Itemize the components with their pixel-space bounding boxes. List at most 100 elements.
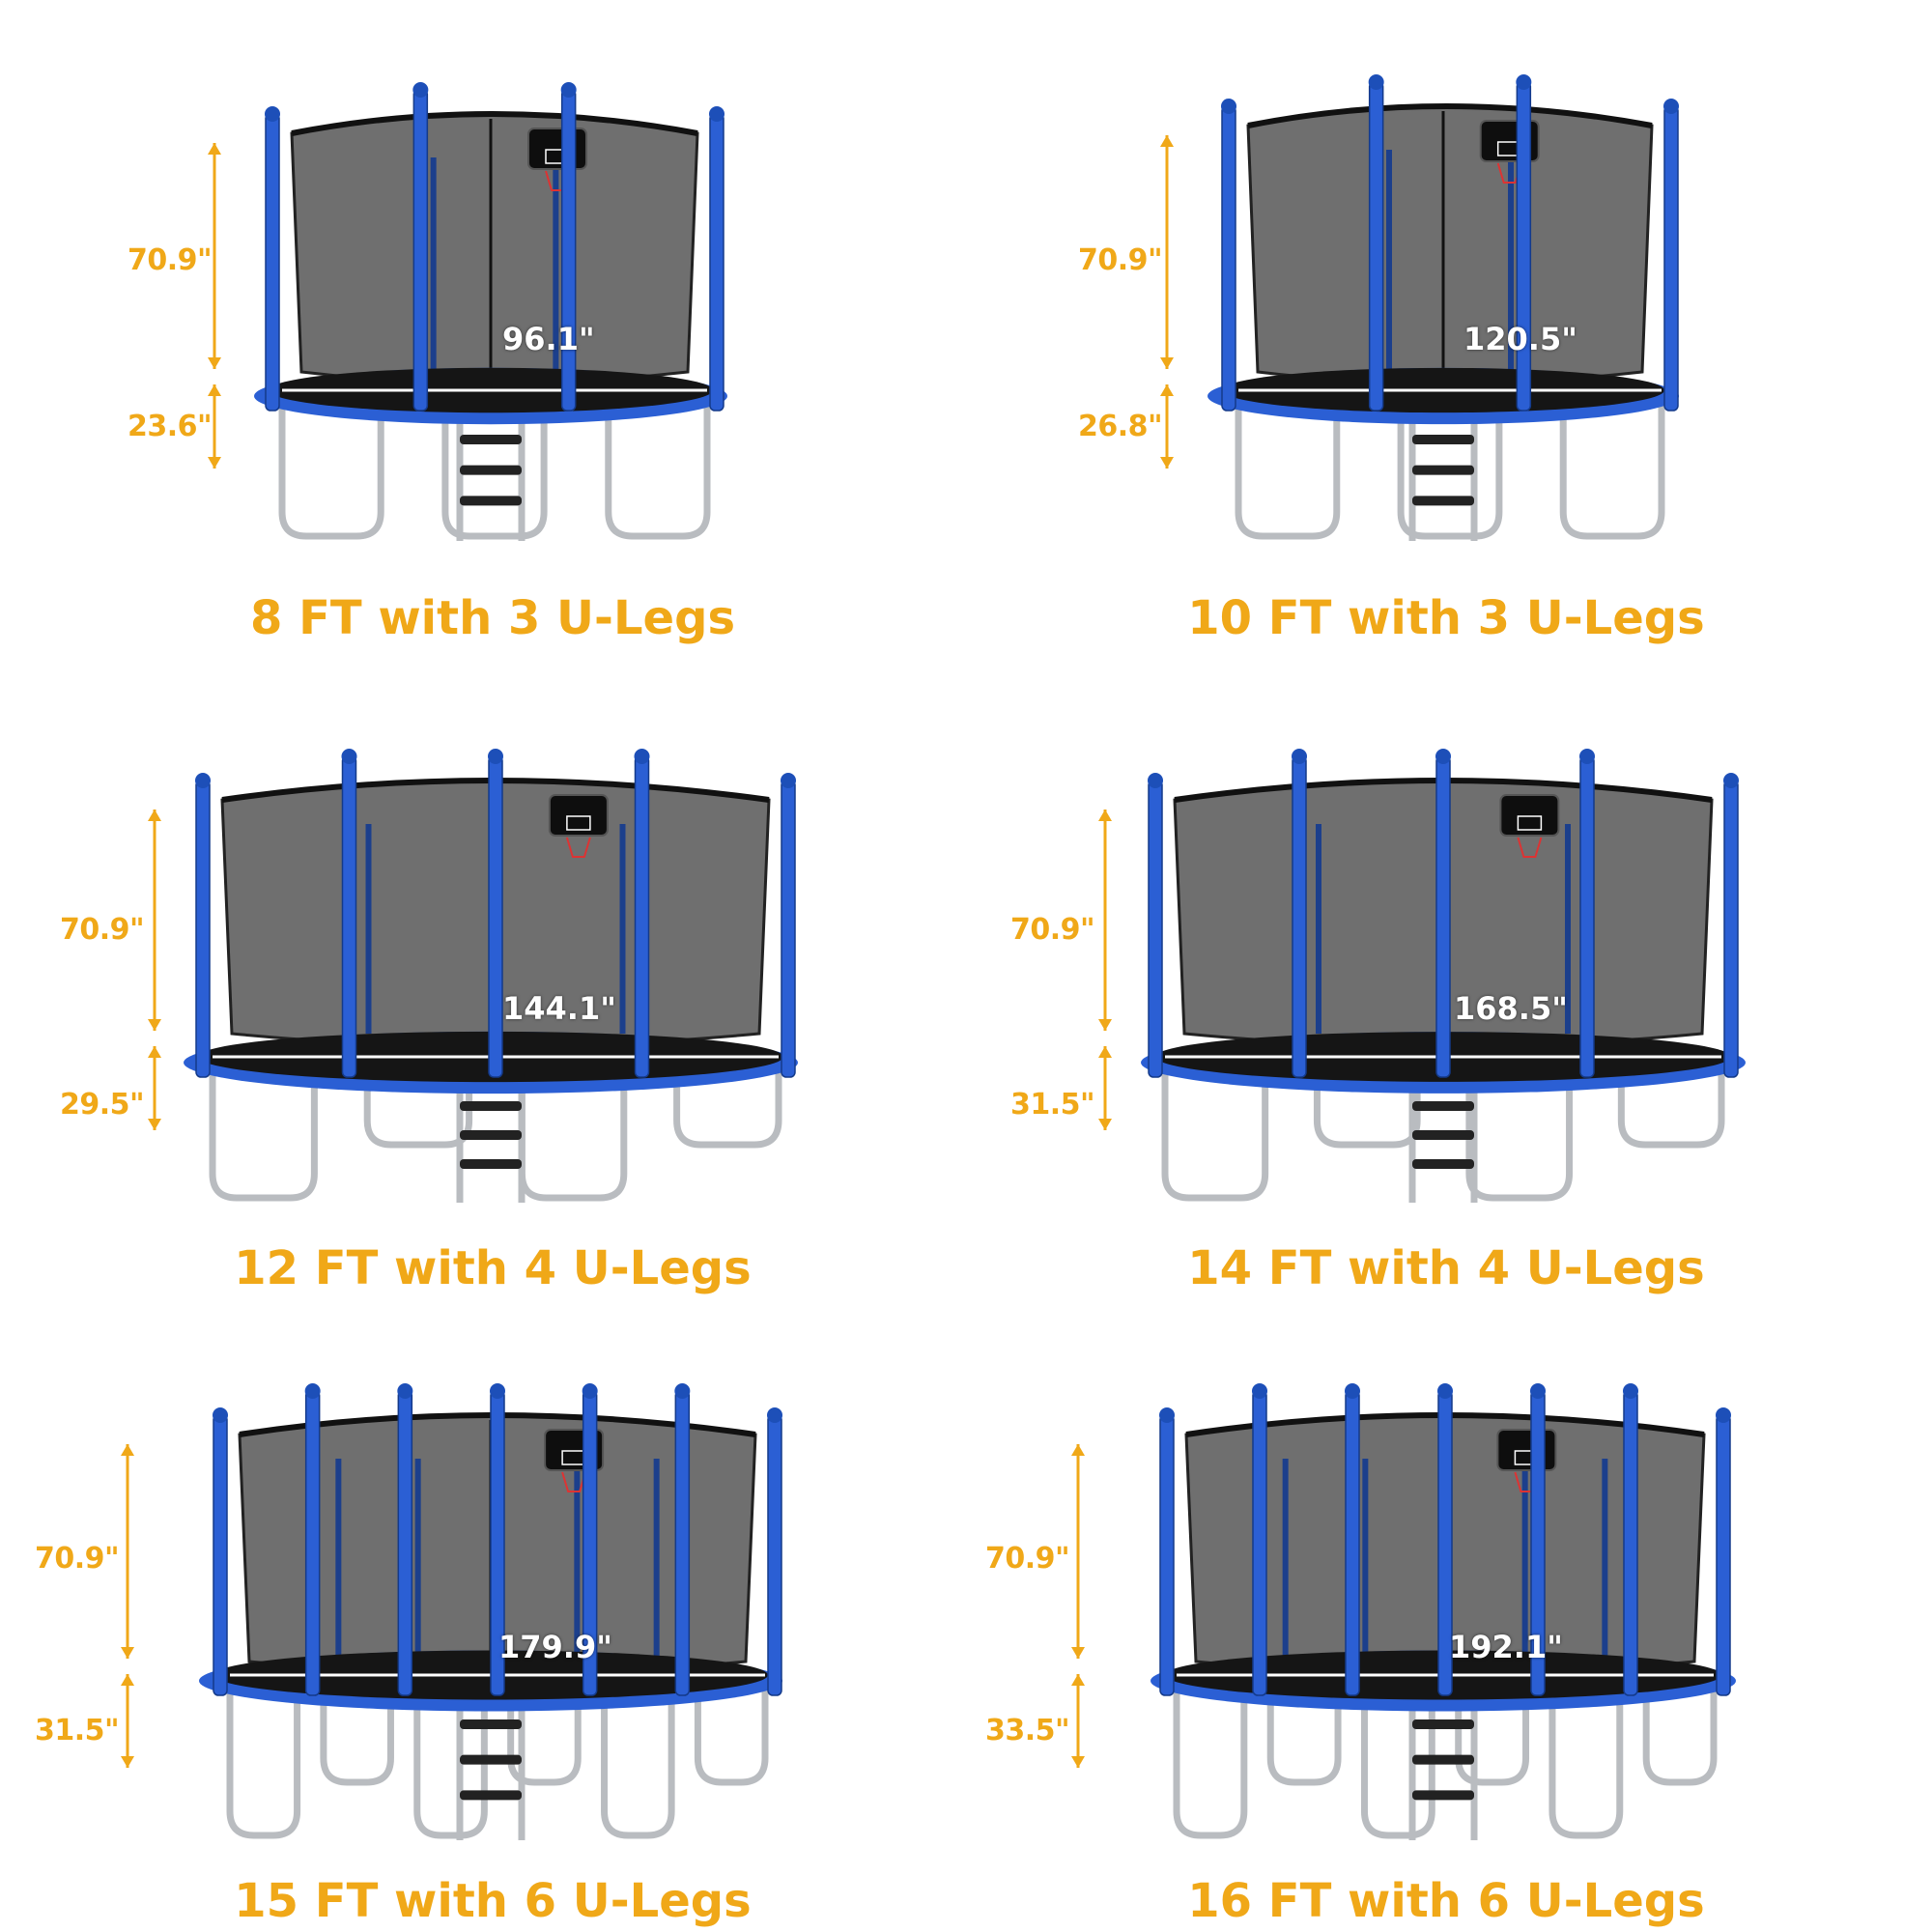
back-pole [1316,824,1321,1034]
pole-cap [490,1383,505,1399]
u-leg [601,1687,675,1839]
net-height-label: 70.9" [35,1542,120,1576]
ladder-step [1412,465,1474,475]
arrowhead-icon [1160,384,1174,396]
back-pole [1521,1459,1528,1662]
backboard-square [566,815,591,831]
diameter-label: 168.5" [1454,990,1568,1027]
ladder-step [1412,1159,1474,1169]
u-leg [1173,1687,1248,1839]
u-leg [226,1687,301,1839]
ladder-step [460,1130,522,1140]
enclosure-pole [1345,1390,1360,1696]
basketball-backboard [1499,794,1560,837]
pole-cap [412,82,429,98]
back-pole [1386,150,1392,372]
basketball-hoop-icon [565,837,591,858]
u-leg [209,1068,318,1202]
ladder-step [1412,1754,1474,1765]
u-leg [1161,1068,1269,1202]
basketball-hoop-icon [1517,837,1543,858]
ladder-step [460,435,522,444]
arrowhead-icon [1098,1046,1112,1058]
ladder-step [1412,1719,1474,1729]
arrowhead-icon [148,1019,161,1031]
back-pole [1282,1459,1289,1662]
pole-cap [1623,1383,1638,1399]
arrowhead-icon [1098,810,1112,821]
ladder-step [460,496,522,506]
pole-cap [560,82,577,98]
enclosure-pole [1716,1414,1731,1696]
model-caption: 16 FT with 6 U-Legs [1187,1874,1705,1928]
model-caption: 15 FT with 6 U-Legs [234,1874,752,1928]
pole-cap [265,106,280,122]
net-top-rope [291,111,698,136]
pole-cap [1437,1383,1453,1399]
enclosure-pole [1623,1390,1638,1696]
ladder-step [1412,1790,1474,1801]
arrowhead-icon [1071,1444,1085,1456]
back-pole [335,1459,342,1662]
pole-cap [1516,74,1532,90]
ladder-step [1412,1101,1474,1111]
arrowhead-icon [1098,1019,1112,1031]
pole-cap [634,749,650,764]
back-pole [653,1459,660,1662]
back-pole [1565,824,1571,1034]
u-leg [278,402,384,540]
u-leg [1455,1687,1530,1786]
u-leg [413,1687,488,1839]
ladder-step [1412,1130,1474,1140]
pole-cap [341,749,357,764]
model-caption: 8 FT with 3 U-Legs [249,591,736,645]
back-pole [553,157,559,372]
arrowhead-icon [1071,1756,1085,1768]
u-leg [1465,1068,1574,1202]
u-leg [1235,402,1341,540]
u-leg [673,1068,782,1149]
enclosure-pole [1252,1390,1267,1696]
pole-cap [397,1383,413,1399]
ladder-step [460,1790,522,1801]
back-pole [619,824,626,1034]
pole-cap [1159,1407,1175,1423]
ladder-step [1412,435,1474,444]
ladder-step [1412,496,1474,506]
back-pole [1508,150,1514,372]
pole-cap [1435,749,1451,764]
arrowhead-icon [148,1119,161,1130]
model-caption: 10 FT with 3 U-Legs [1187,591,1705,645]
arrowhead-icon [121,1674,134,1686]
pole-cap [1663,99,1679,114]
back-pole [1362,1459,1369,1662]
pole-cap [582,1383,598,1399]
u-leg [1559,402,1665,540]
arrowhead-icon [121,1756,134,1768]
u-leg [1642,1687,1718,1786]
pole-cap [674,1383,691,1399]
pole-cap [304,1383,321,1399]
net-top-rope [1247,103,1653,128]
ladder-step [460,465,522,475]
u-leg [441,402,548,540]
pole-cap [709,106,724,122]
diameter-label: 96.1" [502,321,595,357]
jump-height-label: 23.6" [128,410,213,443]
u-leg [1397,402,1503,540]
u-leg [507,1687,582,1786]
arrowhead-icon [121,1647,134,1659]
arrowhead-icon [1160,457,1174,469]
pole-cap [1221,99,1236,114]
pole-cap [767,1407,782,1423]
back-pole [365,824,372,1034]
net-height-label: 70.9" [60,913,145,947]
jump-height-label: 31.5" [35,1714,120,1747]
arrowhead-icon [208,457,221,469]
net-height-label: 70.9" [1010,913,1095,947]
